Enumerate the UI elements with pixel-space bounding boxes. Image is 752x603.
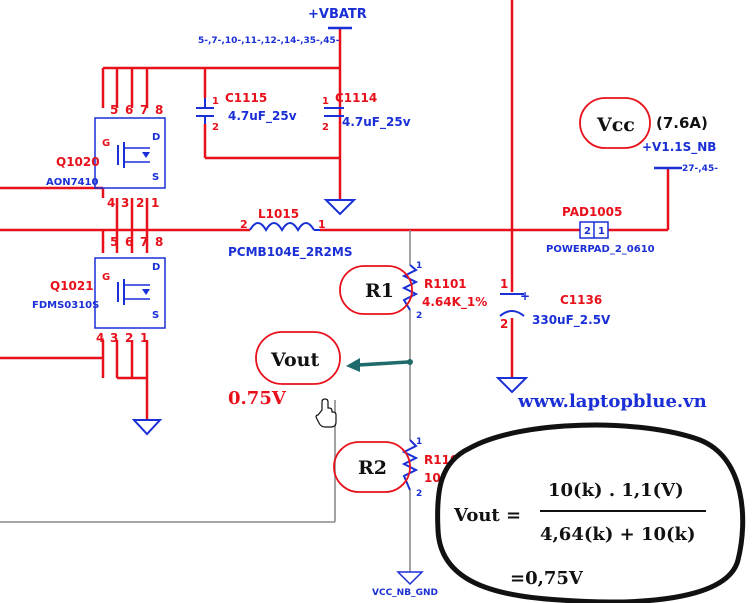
svg-text:1: 1 xyxy=(416,261,422,271)
formula-callout: Vout = 10(k) . 1,1(V) 4,64(k) + 10(k) =0… xyxy=(435,422,746,603)
svg-text:D: D xyxy=(152,132,160,143)
svg-text:5: 5 xyxy=(110,103,118,117)
c1114-ref: C1114 xyxy=(335,91,377,105)
output-rail: +V1.1S_NB 27-,45- (7.6A) Vcc xyxy=(579,97,718,174)
svg-text:3: 3 xyxy=(110,331,118,345)
cap-c1136: 1 2 + C1136 330uF_2.5V xyxy=(499,277,611,331)
q1020-part: AON7410 xyxy=(46,177,98,188)
r2-callout: R2 xyxy=(358,457,387,479)
svg-text:8: 8 xyxy=(155,235,163,249)
hand-cursor-icon xyxy=(315,398,337,428)
svg-text:2: 2 xyxy=(416,311,422,321)
svg-text:7: 7 xyxy=(140,235,148,249)
svg-text:1: 1 xyxy=(318,218,326,231)
ground-symbol-top xyxy=(323,199,357,216)
l1015-ref: L1015 xyxy=(258,207,299,221)
vout-arrow xyxy=(346,358,413,372)
svg-text:1: 1 xyxy=(322,96,329,107)
svg-text:1: 1 xyxy=(500,277,508,291)
output-rail-name: +V1.1S_NB xyxy=(642,140,716,155)
wires xyxy=(0,0,670,420)
pad1005-ref: PAD1005 xyxy=(562,205,622,219)
gnd-net-label: VCC_NB_GND xyxy=(372,588,438,598)
vout-callout: Vout 0.75V xyxy=(228,331,341,409)
svg-text:1: 1 xyxy=(151,196,159,210)
vcc-callout-ellipse xyxy=(579,97,651,149)
pad1005-part: POWERPAD_2_0610 xyxy=(546,244,655,255)
c1115-ref: C1115 xyxy=(225,91,267,105)
svg-text:D: D xyxy=(152,262,160,273)
svg-text:Vout: Vout xyxy=(270,349,319,371)
svg-text:2: 2 xyxy=(136,196,144,210)
svg-text:4: 4 xyxy=(107,196,115,210)
svg-text:S: S xyxy=(152,172,159,183)
r1101-value: 4.64K_1% xyxy=(422,295,487,310)
svg-text:5: 5 xyxy=(110,235,118,249)
svg-text:2: 2 xyxy=(416,489,422,499)
website-label: www.laptopblue.vn xyxy=(517,391,707,412)
r1-callout-ellipse xyxy=(339,265,413,315)
ground-symbol-low xyxy=(131,419,163,436)
svg-text:2: 2 xyxy=(322,122,329,133)
inductor-l1015: L1015 2 1 PCMB104E_2R2MS xyxy=(228,207,352,260)
r2-callout-ellipse xyxy=(333,441,411,493)
formula-lhs: Vout = xyxy=(453,505,521,526)
vcc-callout: Vcc xyxy=(596,114,635,136)
formula-result: =0,75V xyxy=(510,568,584,589)
svg-text:2: 2 xyxy=(500,317,508,331)
q1021-part: FDMS0310S xyxy=(32,300,99,311)
c1136-value: 330uF_2.5V xyxy=(532,313,611,328)
svg-text:2: 2 xyxy=(584,226,591,237)
svg-text:2: 2 xyxy=(240,218,248,231)
c1114-value: 4.7uF_25v xyxy=(342,115,411,130)
q1021-ref: Q1021 xyxy=(50,279,94,293)
formula-numerator: 10(k) . 1,1(V) xyxy=(548,480,684,501)
svg-text:1: 1 xyxy=(212,96,219,107)
svg-text:1: 1 xyxy=(598,226,605,237)
formula-denominator: 4,64(k) + 10(k) xyxy=(540,524,696,545)
svg-text:1: 1 xyxy=(416,437,422,447)
svg-text:G: G xyxy=(102,272,110,283)
pad-pad1005: 2 1 PAD1005 POWERPAD_2_0610 xyxy=(546,205,655,255)
ground-symbol-cap xyxy=(495,377,529,394)
vbatr-label: +VBATR xyxy=(308,7,367,22)
gnd-net-symbol: VCC_NB_GND xyxy=(372,571,438,598)
svg-text:G: G xyxy=(102,138,110,149)
svg-text:6: 6 xyxy=(125,103,133,117)
svg-text:4: 4 xyxy=(96,331,104,345)
vout-value: 0.75V xyxy=(228,388,287,409)
svg-text:2: 2 xyxy=(125,331,133,345)
resistor-r1101: 1 2 R1101 4.64K_1% R1 xyxy=(339,261,487,321)
cap-c1115: 1 2 C1115 4.7uF_25v xyxy=(196,91,297,133)
output-current: (7.6A) xyxy=(656,114,708,132)
vbatr-pages: 5-,7-,10-,11-,12-,14-,35-,45- xyxy=(198,36,340,46)
l1015-part: PCMB104E_2R2MS xyxy=(228,245,352,260)
svg-text:6: 6 xyxy=(125,235,133,249)
mosfet-q1021: 5 6 7 8 4 3 2 1 G D S Q1021 FDMS0310S xyxy=(32,235,166,345)
r1-callout: R1 xyxy=(365,280,394,302)
svg-text:8: 8 xyxy=(155,103,163,117)
c1136-ref: C1136 xyxy=(560,293,602,307)
c1115-value: 4.7uF_25v xyxy=(228,109,297,124)
svg-text:+: + xyxy=(520,289,530,303)
q1020-ref: Q1020 xyxy=(56,155,100,169)
svg-text:S: S xyxy=(152,310,159,321)
cap-c1114: 1 2 C1114 4.7uF_25v xyxy=(322,91,411,133)
r1101-ref: R1101 xyxy=(424,277,467,291)
svg-text:2: 2 xyxy=(212,122,219,133)
svg-text:1: 1 xyxy=(140,331,148,345)
svg-text:3: 3 xyxy=(121,196,129,210)
output-rail-pages: 27-,45- xyxy=(682,164,718,174)
svg-text:7: 7 xyxy=(140,103,148,117)
mosfet-q1020: 5 6 7 8 4 3 2 1 G D S Q1020 AON7410 xyxy=(46,103,166,210)
